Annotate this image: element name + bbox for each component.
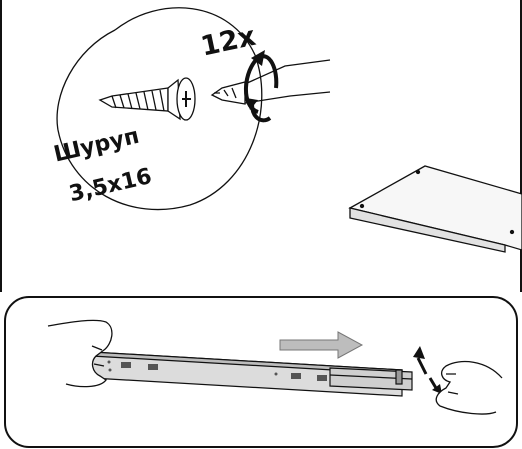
screwdriver-icon [210,59,331,105]
part-name-label: Шуруп [51,124,141,168]
right-hand-icon [435,360,503,415]
step-frame [4,296,518,448]
screw-detail-callout: 12x Шуруп 3,5x16 [51,7,331,211]
slide-step-box [4,296,518,448]
left-hand-icon [47,319,113,388]
drawer-slide-rail [91,351,413,397]
drawer-panel [348,165,522,253]
quantity-label: 12x [198,21,258,63]
slide-direction-arrow-icon [279,331,364,359]
callout-circle [56,7,263,211]
release-lever-arrow-icon [413,346,442,394]
screw-icon [98,77,196,121]
part-size-label: 3,5x16 [67,164,154,207]
rotation-arrow-icon [243,50,279,123]
